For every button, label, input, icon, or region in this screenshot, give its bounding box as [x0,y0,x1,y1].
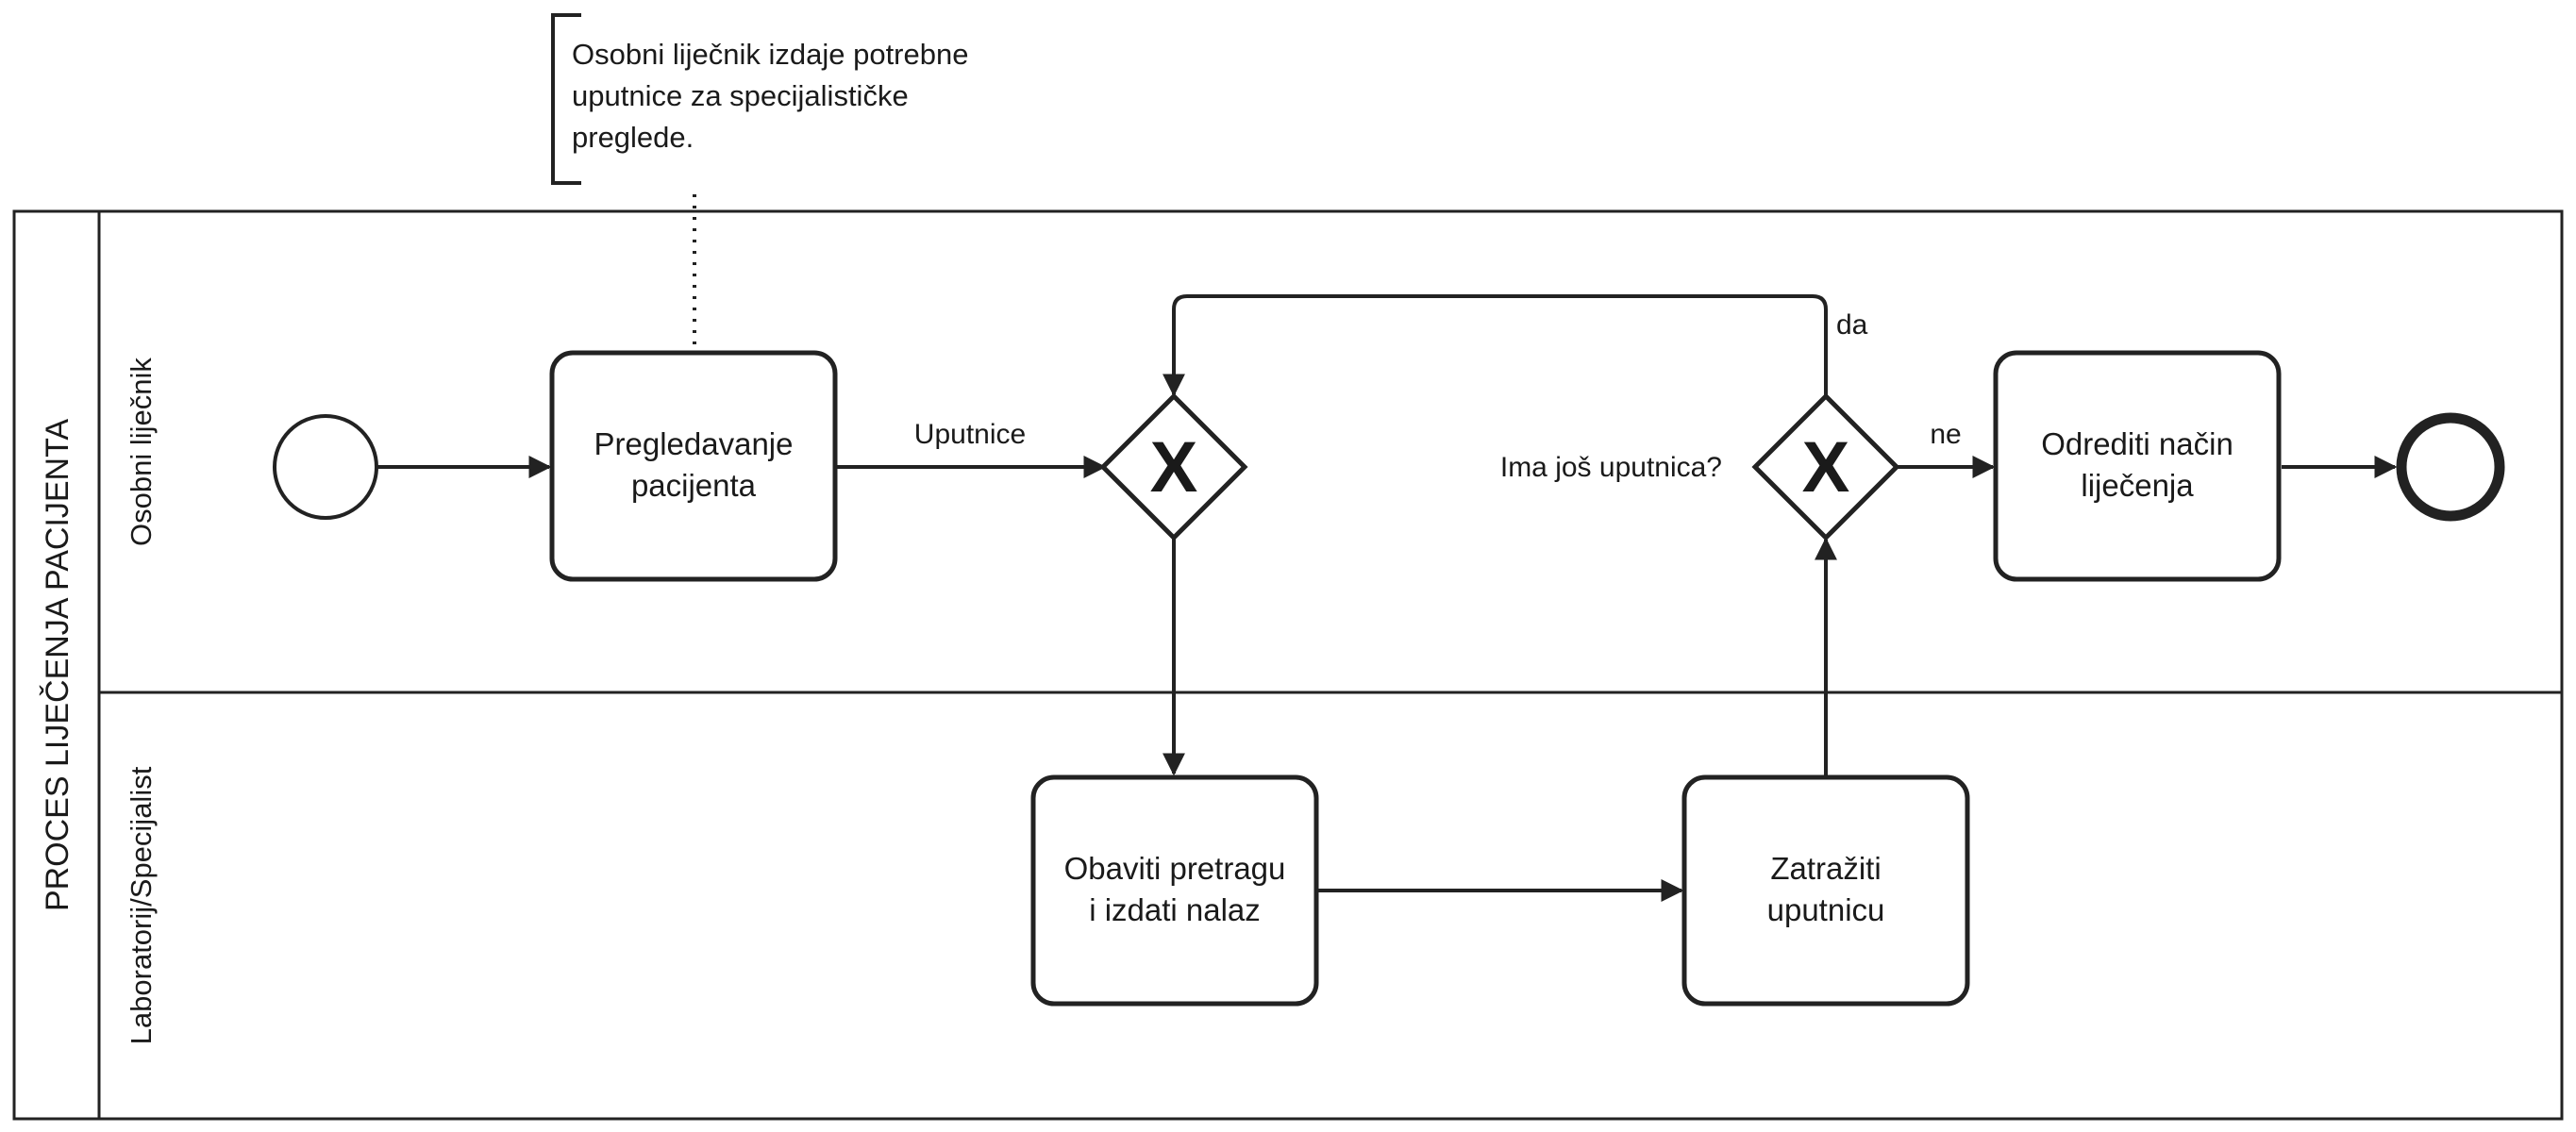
lane-label: Osobni liječnik [125,358,158,546]
sequence-flows [377,294,2398,902]
pool-border [12,209,2564,1121]
annotation-line: preglede. [572,121,694,154]
annotation-line: uputnice za specijalističke [572,79,909,112]
task-box [1030,774,1319,1007]
task-label: liječenja [2081,468,2194,503]
lane-osobni-lijecnik: Osobni liječnik [125,358,158,546]
flow-label-da: da [1836,309,1868,341]
exclusive-x-icon: X [1802,427,1850,508]
task-label: Obaviti pretragu [1064,851,1286,886]
gateway-merge[interactable]: X [1099,392,1248,541]
annotation-bracket [551,13,581,185]
gateway-diamond [1751,392,1900,541]
flow-decision-loop-back [1163,294,1828,397]
text-annotation[interactable]: Osobni liječnik izdaje potrebne uputnice… [551,13,968,185]
task-label: Odrediti način [2041,426,2233,461]
end-event[interactable] [2396,412,2505,522]
task-label: i izdati nalaz [1089,892,1261,927]
lane-laboratorij-specijalist: Laboratorij/Specijalist [125,766,158,1044]
gateway-question: Ima još uputnica? [1500,452,1722,483]
start-event[interactable] [273,414,378,520]
pool-label: PROCES LIJEČENJA PACIJENTA [40,419,75,911]
task-odrediti-nacin-lijecenja[interactable]: Odrediti način liječenja [1993,350,2282,582]
task-box [1681,774,1970,1007]
task-label: Zatražiti [1770,851,1881,886]
annotation-line: Osobni liječnik izdaje potrebne [572,38,968,71]
task-label: pacijenta [631,468,757,503]
gateway-decision[interactable]: X [1751,392,1900,541]
task-box [1993,350,2282,582]
task-zatraziti-uputnicu[interactable]: Zatražiti uputnicu [1681,774,1970,1007]
exclusive-x-icon: X [1150,427,1198,508]
task-label: uputnicu [1767,892,1885,927]
pool: PROCES LIJEČENJA PACIJENTA [12,209,2564,1121]
task-obaviti-pretragu[interactable]: Obaviti pretragu i izdati nalaz [1030,774,1319,1007]
flow-label-ne: ne [1930,419,1961,450]
task-box [549,350,838,582]
flow-label-uputnice: Uputnice [914,419,1026,450]
lane-label: Laboratorij/Specijalist [125,766,158,1044]
gateway-diamond [1099,392,1248,541]
task-pregledavanje-pacijenta[interactable]: Pregledavanje pacijenta [549,350,838,582]
task-label: Pregledavanje [594,426,794,461]
